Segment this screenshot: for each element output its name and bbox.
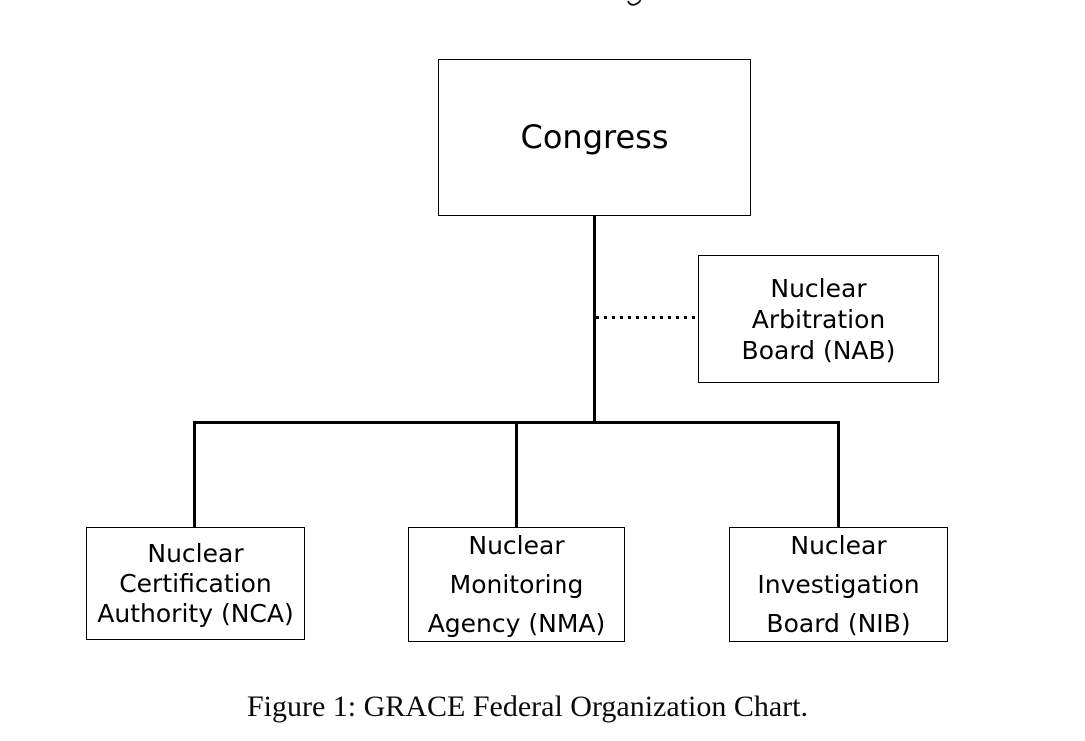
node-nib-line1: Nuclear [790, 531, 887, 560]
node-nca-line1: Nuclear [147, 538, 244, 568]
node-nib-line3: Board (NIB) [766, 609, 911, 638]
dotted-advisory-connector [596, 316, 698, 319]
cropped-title-glyph [627, 0, 642, 6]
trunk-connector-line [593, 215, 596, 424]
node-nuclear-investigation-board: Nuclear Investigation Board (NIB) [729, 527, 948, 642]
drop-line-nma [515, 421, 518, 527]
node-nma-line3: Agency (NMA) [427, 609, 606, 638]
node-nma-line1: Nuclear [468, 531, 565, 560]
node-nab-line3: Board (NAB) [741, 335, 896, 365]
node-congress: Congress [438, 59, 751, 216]
node-nib-line2: Investigation [757, 570, 920, 599]
figure-caption: Figure 1: GRACE Federal Organization Cha… [246, 690, 808, 723]
node-nuclear-arbitration-board: Nuclear Arbitration Board (NAB) [698, 255, 939, 383]
node-nca-line2: Certification [119, 568, 272, 598]
node-nab-line1: Nuclear [770, 273, 867, 303]
node-nuclear-certification-authority: Nuclear Certification Authority (NCA) [86, 527, 305, 640]
drop-line-nca [193, 421, 196, 527]
node-nca-line3: Authority (NCA) [97, 598, 294, 628]
node-nma-line2: Monitoring [449, 570, 584, 599]
node-congress-label: Congress [520, 118, 669, 157]
drop-line-nib [837, 421, 840, 527]
node-nuclear-monitoring-agency: Nuclear Monitoring Agency (NMA) [408, 527, 625, 642]
node-nab-line2: Arbitration [751, 304, 886, 334]
